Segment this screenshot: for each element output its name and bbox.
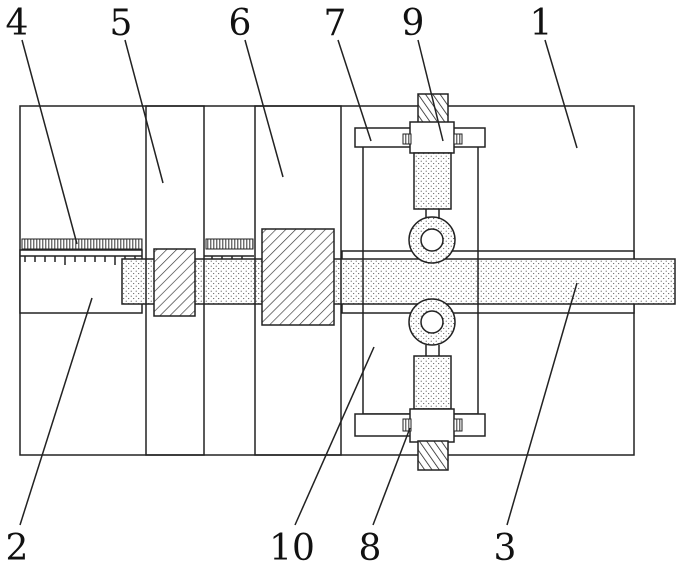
- callout-4: 4: [6, 3, 29, 44]
- bottom-roller-hub: [421, 311, 443, 333]
- callout-1: 1: [530, 3, 553, 44]
- knurled-strip-left: [22, 239, 142, 249]
- clamp-block-5: [154, 249, 195, 316]
- top-nut-washer-left: [403, 134, 411, 144]
- callout-9: 9: [402, 3, 425, 44]
- slide-rod: [122, 259, 675, 304]
- callout-3: 3: [494, 528, 517, 569]
- bottom-screw-thread: [418, 441, 448, 470]
- callout-7: 7: [324, 3, 347, 44]
- bottom-nut-washer-right: [454, 419, 462, 431]
- top-nut: [410, 122, 454, 153]
- top-spring-column: [414, 153, 451, 209]
- callout-5: 5: [110, 3, 133, 44]
- callout-2: 2: [6, 528, 29, 569]
- callout-10: 10: [269, 528, 315, 569]
- callout-6: 6: [229, 3, 252, 44]
- knurled-strip-middle: [206, 239, 253, 249]
- bottom-spring-column: [414, 356, 451, 409]
- callout-8: 8: [359, 528, 382, 569]
- clamp-block-6: [262, 229, 334, 325]
- bottom-nut: [410, 409, 454, 442]
- top-nut-washer-right: [454, 134, 462, 144]
- top-roller-hub: [421, 229, 443, 251]
